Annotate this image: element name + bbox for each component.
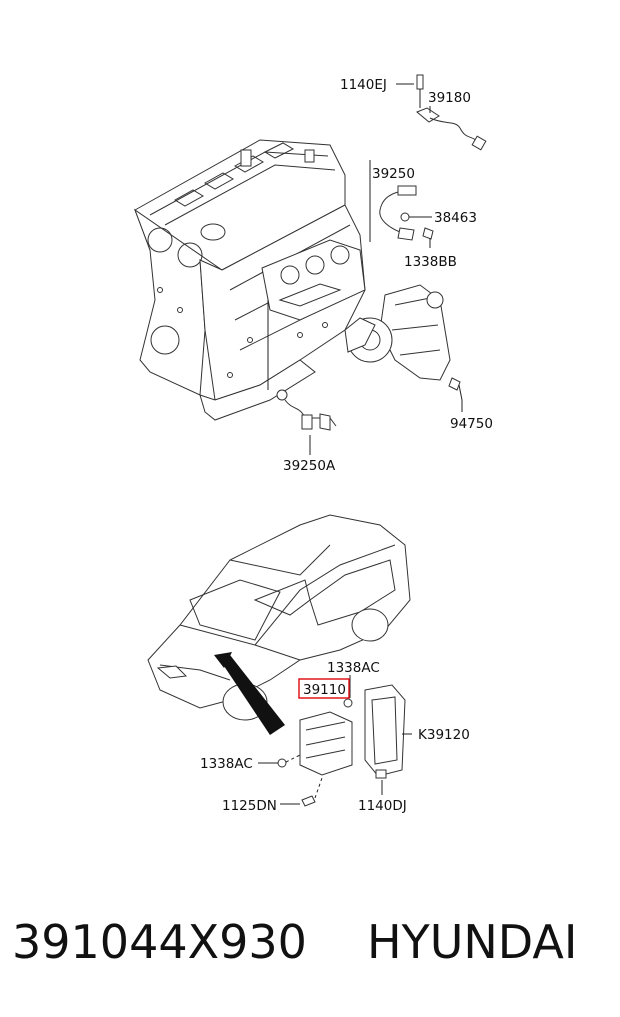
- callout-1140DJ: 1140DJ: [358, 798, 407, 814]
- callout-39250A: 39250A: [283, 458, 336, 474]
- callout-39250: 39250: [372, 166, 415, 182]
- engine-block-drawing: [133, 139, 366, 421]
- callout-39180: 39180: [428, 90, 471, 106]
- callout-1140EJ: 1140EJ: [340, 77, 387, 93]
- leader-lines: [258, 83, 463, 805]
- callout-1125DN: 1125DN: [222, 798, 277, 814]
- callout-38463: 38463: [434, 210, 477, 226]
- part-number: 391044X930: [12, 915, 307, 969]
- brand-name: HYUNDAI: [367, 915, 577, 969]
- sensor-39250A-drawing: [267, 300, 337, 431]
- callout-1338BB: 1338BB: [404, 254, 457, 270]
- callout-94750: 94750: [450, 416, 493, 432]
- callout-39110: 39110: [303, 682, 346, 698]
- sensor-39180-drawing: [416, 74, 487, 151]
- callout-1338AC-left: 1338AC: [200, 756, 253, 772]
- callout-K39120: K39120: [418, 727, 470, 743]
- vehicle-drawing: [147, 514, 411, 735]
- highlight-box: [298, 678, 350, 699]
- callout-1338AC-top: 1338AC: [327, 660, 380, 676]
- ecu-drawing: [277, 684, 406, 807]
- bracket-assembly-drawing: [344, 284, 463, 401]
- sensor-39250-drawing: [369, 160, 434, 242]
